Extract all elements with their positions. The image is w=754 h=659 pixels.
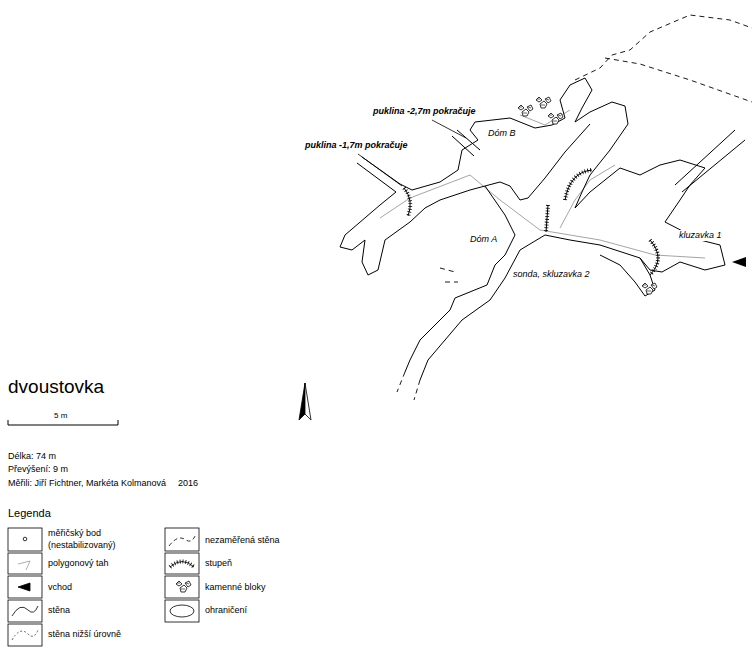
legend-text: stupeň [205, 557, 310, 569]
legend-text: stěna nižší úrovně [48, 628, 153, 640]
step-symbol [404, 170, 658, 275]
legend-sample [8, 528, 199, 646]
legend-text: polygonový tah [48, 557, 153, 569]
cave-wall [340, 78, 745, 380]
chamber-label: Dóm A [469, 234, 498, 245]
legend-text: vchod [48, 581, 153, 593]
scale-bar [8, 420, 118, 425]
place-label: puklina -1,7m pokračuje [304, 140, 409, 151]
legend-text: ohraničení [205, 604, 310, 616]
unsurveyed-wall [397, 15, 752, 400]
survey-polygon [380, 110, 705, 258]
legend-heading: Legenda [8, 507, 51, 520]
cave-length: Délka: 74 m [8, 451, 56, 462]
legend-text: kamenné bloky [205, 581, 310, 593]
place-label: sonda, skluzavka 2 [512, 269, 591, 280]
chamber-label: Dóm B [487, 128, 517, 139]
map-title: dvoustovka [8, 376, 104, 399]
cave-depth: Převýšení: 9 m [8, 464, 68, 475]
scale-label: 5 m [54, 411, 67, 421]
legend-text: nezaměřená stěna [205, 534, 310, 546]
north-arrow [299, 383, 311, 420]
place-label: kluzavka 1 [678, 230, 723, 241]
surveyors: Měřili: Jiří Fichtner, Markéta Kolmanová [8, 478, 166, 489]
legend-text: měřičský bod (nestabilizovaný) [48, 527, 153, 551]
legend-text: stěna [48, 604, 153, 616]
survey-year: 2016 [178, 478, 198, 489]
place-label: puklina -2,7m pokračuje [372, 106, 477, 117]
entrance-arrow [732, 257, 746, 267]
leader-line [358, 120, 466, 186]
rock-blocks [518, 97, 657, 294]
